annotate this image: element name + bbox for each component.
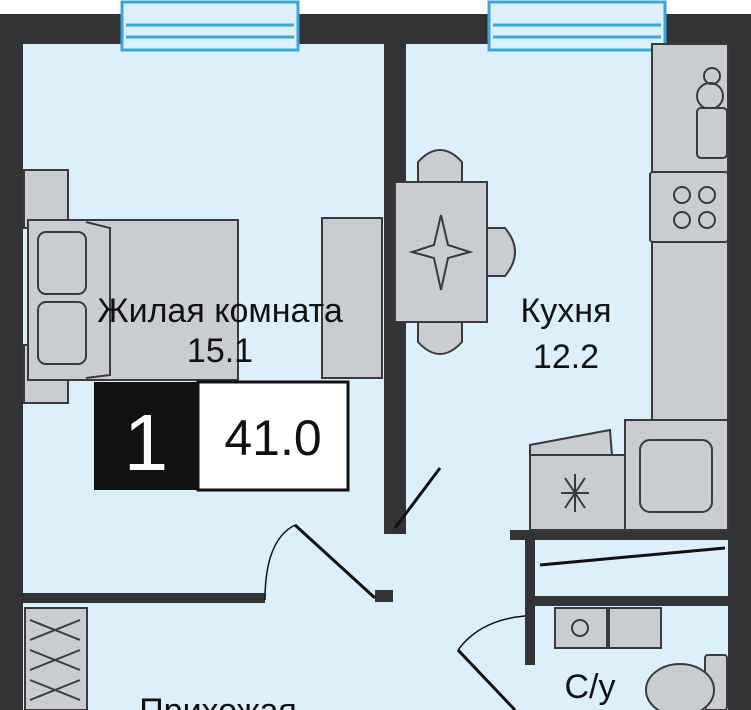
room-name-bathroom: С/у bbox=[565, 668, 616, 706]
washing-machine-icon bbox=[554, 607, 662, 649]
window-kitchen bbox=[487, 0, 667, 52]
door-corridor[interactable] bbox=[539, 546, 726, 567]
total-area: 41.0 bbox=[224, 410, 321, 466]
wardrobe-icon bbox=[24, 607, 88, 710]
room-area-kitchen: 12.2 bbox=[533, 338, 599, 376]
room-name-hallway: Прихожая bbox=[139, 692, 297, 710]
door-bathroom[interactable] bbox=[456, 615, 526, 710]
kitchen-counter-icon bbox=[529, 43, 729, 531]
door-kitchen[interactable] bbox=[393, 467, 442, 529]
bed-icon bbox=[27, 219, 239, 381]
room-area-living: 15.1 bbox=[187, 332, 253, 370]
tv-stand-icon bbox=[321, 217, 383, 379]
room-name-living: Жилая комната bbox=[97, 292, 343, 330]
rooms-count: 1 bbox=[124, 398, 169, 487]
door-living[interactable] bbox=[264, 523, 377, 601]
toilet-icon bbox=[645, 654, 728, 710]
window-living bbox=[120, 0, 300, 52]
nightstand-icon bbox=[23, 169, 69, 229]
room-name-kitchen: Кухня bbox=[521, 292, 612, 330]
dining-table-icon bbox=[394, 149, 516, 355]
apartment-badge: 1 41.0 bbox=[94, 380, 350, 492]
